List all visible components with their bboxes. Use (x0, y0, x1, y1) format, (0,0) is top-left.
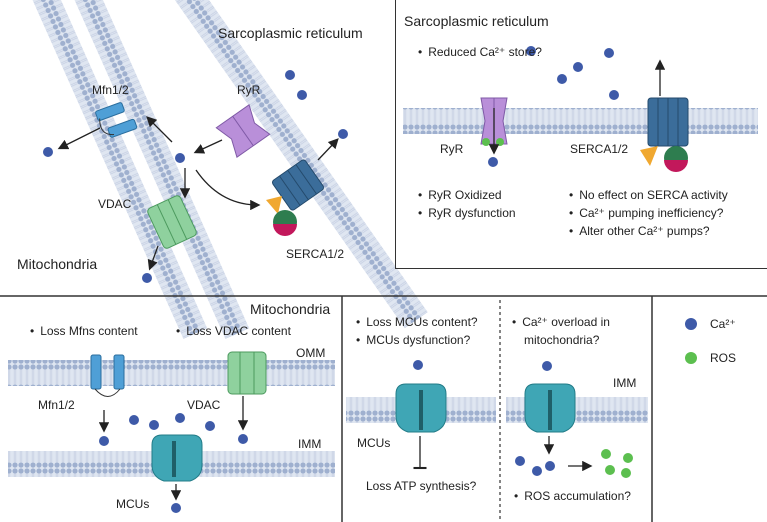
arrows-panel-c (98, 396, 249, 501)
panel-e-ros-note: ROS accumulation? (514, 489, 631, 503)
panel-c-title: Mitochondria (250, 301, 331, 317)
mcu-channel-c (151, 434, 203, 482)
panel-d-atp-note: Loss ATP synthesis? (366, 479, 477, 493)
panel-a-mito-label: Mitochondria (17, 256, 98, 272)
legend-ros-swatch (685, 352, 697, 364)
panel-b-ryr-note-1: RyR Oxidized (418, 188, 501, 202)
serca-n-domain-a (266, 196, 282, 214)
mfn-protein-c (90, 354, 125, 397)
ros-on-ryr (482, 138, 504, 146)
mfn-protein-a (95, 102, 138, 138)
panel-b-serca-note-3: Alter other Ca²⁺ pumps? (569, 224, 709, 238)
arrows-panel-e (543, 436, 593, 472)
panel-e-note-line1: Ca²⁺ overload in (512, 315, 610, 329)
panel-c-imm-label: IMM (298, 437, 322, 451)
ca-ions-panel-b (488, 46, 619, 167)
panel-c-omm-label: OMM (296, 346, 326, 360)
panel-b-serca-note-1: No effect on SERCA activity (569, 188, 728, 202)
panel-c-note-vdac: Loss VDAC content (176, 324, 291, 338)
ca-ions-panel-c (99, 413, 248, 513)
panel-a-mfn-label: Mfn1/2 (92, 83, 129, 97)
panel-e-imm-label: IMM (613, 376, 637, 390)
panel-b-ryr-note-2: RyR dysfunction (418, 206, 515, 220)
panel-c-vdac-label: VDAC (187, 398, 221, 412)
ros-panel-e (601, 449, 633, 478)
panel-e-note-line2: mitochondria? (524, 333, 600, 347)
panel-b-serca-label: SERCA1/2 (570, 142, 629, 156)
panel-a-mito-membranes (28, 0, 250, 339)
panel-d-mcu-label: MCUs (357, 436, 391, 450)
panel-b-note-store: Reduced Ca²⁺ store? (418, 45, 542, 59)
mcu-channel-d (395, 383, 447, 433)
panel-c-mcu-label: MCUs (116, 497, 150, 511)
panel-c-note-mfn: Loss Mfns content (30, 324, 137, 338)
vdac-channel-c (227, 351, 267, 395)
panel-a-serca-label: SERCA1/2 (286, 247, 345, 261)
panel-c-mfn-label: Mfn1/2 (38, 398, 75, 412)
panel-b-serca-note-2: Ca²⁺ pumping inefficiency? (569, 206, 723, 220)
vdac-channel-a (147, 195, 197, 249)
ca-ion-panel-d (413, 360, 423, 370)
ca-ions-panel-a (43, 70, 348, 283)
serca-p-domain-a (273, 224, 297, 236)
panel-b-ryr-label: RyR (440, 142, 464, 156)
panel-d-note-2: MCUs dysfunction? (356, 333, 470, 347)
panel-b-membrane (403, 108, 758, 134)
panel-a-sr-label: Sarcoplasmic reticulum (218, 25, 363, 41)
serca-pump-b (647, 97, 689, 147)
legend-ros-label: ROS (710, 351, 737, 365)
serca-n-domain-b (640, 146, 658, 166)
panel-d-note-1: Loss MCUs content? (356, 315, 477, 329)
panel-a-sr-membrane (152, 0, 428, 329)
ryr-channel-a (215, 103, 271, 159)
panel-b-frame (395, 0, 767, 269)
panel-a-vdac-label: VDAC (98, 197, 132, 211)
legend-ca-label: Ca²⁺ (710, 317, 736, 331)
panel-b-title: Sarcoplasmic reticulum (404, 13, 549, 29)
mcu-channel-e (524, 383, 576, 433)
ca-ions-panel-e (515, 361, 555, 476)
arrows-panel-a (57, 116, 339, 271)
legend-ca-swatch (685, 318, 697, 330)
serca-pump-a (271, 159, 325, 211)
panel-a-ryr-label: RyR (237, 83, 261, 97)
serca-p-domain-b (664, 160, 688, 172)
